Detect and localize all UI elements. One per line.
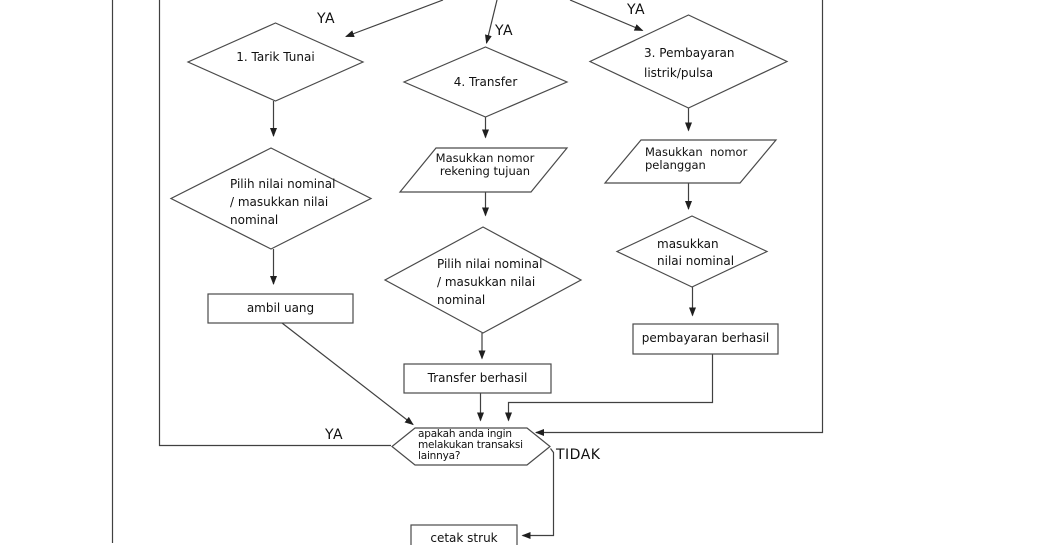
process-cetak-struk-label: cetak struk bbox=[430, 531, 498, 545]
process-ambil-uang-label: ambil uang bbox=[246, 301, 315, 315]
process-transfer-berhasil-label: Transfer berhasil bbox=[427, 371, 528, 385]
label-ya-loop: YA bbox=[325, 427, 344, 443]
label-tidak: TIDAK bbox=[556, 447, 601, 463]
arrow-pembayaran-berhasil-to-hexagon bbox=[505, 354, 714, 422]
decision-tarik-tunai-shape bbox=[186, 22, 365, 102]
arrow-ambil-to-hexagon bbox=[281, 322, 414, 426]
ya-arrow-transfer bbox=[484, 0, 498, 44]
decision-nominal-right-label: masukkan nilai nominal bbox=[657, 237, 735, 268]
process-transfer-berhasil-shape bbox=[403, 363, 552, 394]
decision-nominal-mid-shape bbox=[383, 226, 583, 334]
decision-transfer-shape bbox=[402, 46, 569, 118]
decision-nominal-right-shape bbox=[615, 215, 769, 288]
io-rekening-shape bbox=[398, 147, 569, 193]
process-pembayaran-berhasil-label: pembayaran berhasil bbox=[641, 331, 770, 345]
label-ya-pembayaran: YA bbox=[627, 2, 646, 18]
loop-entry-right-line bbox=[535, 0, 824, 436]
process-cetak-struk-shape bbox=[410, 524, 518, 545]
label-ya-transfer: YA bbox=[495, 23, 514, 39]
loop-question-hexagon-shape bbox=[391, 427, 551, 466]
arrow-tidak-to-cetak bbox=[521, 448, 555, 539]
decision-pembayaran-label: 3. Pembayaran listrik/pulsa bbox=[644, 46, 735, 80]
decision-nominal-mid-label: Pilih nilai nominal / masukkan nilai nom… bbox=[437, 257, 543, 307]
decision-nominal-left-shape bbox=[169, 147, 373, 250]
decision-tarik-tunai-label: 1. Tarik Tunai bbox=[236, 50, 315, 64]
ya-arrow-tarik bbox=[345, 0, 444, 38]
process-pembayaran-berhasil-shape bbox=[632, 323, 779, 355]
ya-arrow-pembayaran bbox=[569, 0, 644, 32]
label-ya-tarik: YA bbox=[317, 11, 336, 27]
decision-pembayaran-shape bbox=[588, 14, 789, 109]
io-rekening-label: Masukkan nomor rekening tujuan bbox=[435, 151, 535, 178]
io-pelanggan-label: Masukkan nomor pelanggan bbox=[645, 145, 748, 172]
process-ambil-uang-shape bbox=[207, 293, 354, 324]
io-pelanggan-shape bbox=[603, 139, 778, 184]
loop-question-label: apakah anda ingin melakukan transaksi la… bbox=[418, 428, 523, 462]
decision-transfer-label: 4. Transfer bbox=[453, 75, 518, 89]
loop-return-left-line bbox=[158, 0, 391, 447]
decision-nominal-left-label: Pilih nilai nominal / masukkan nilai nom… bbox=[230, 177, 336, 227]
